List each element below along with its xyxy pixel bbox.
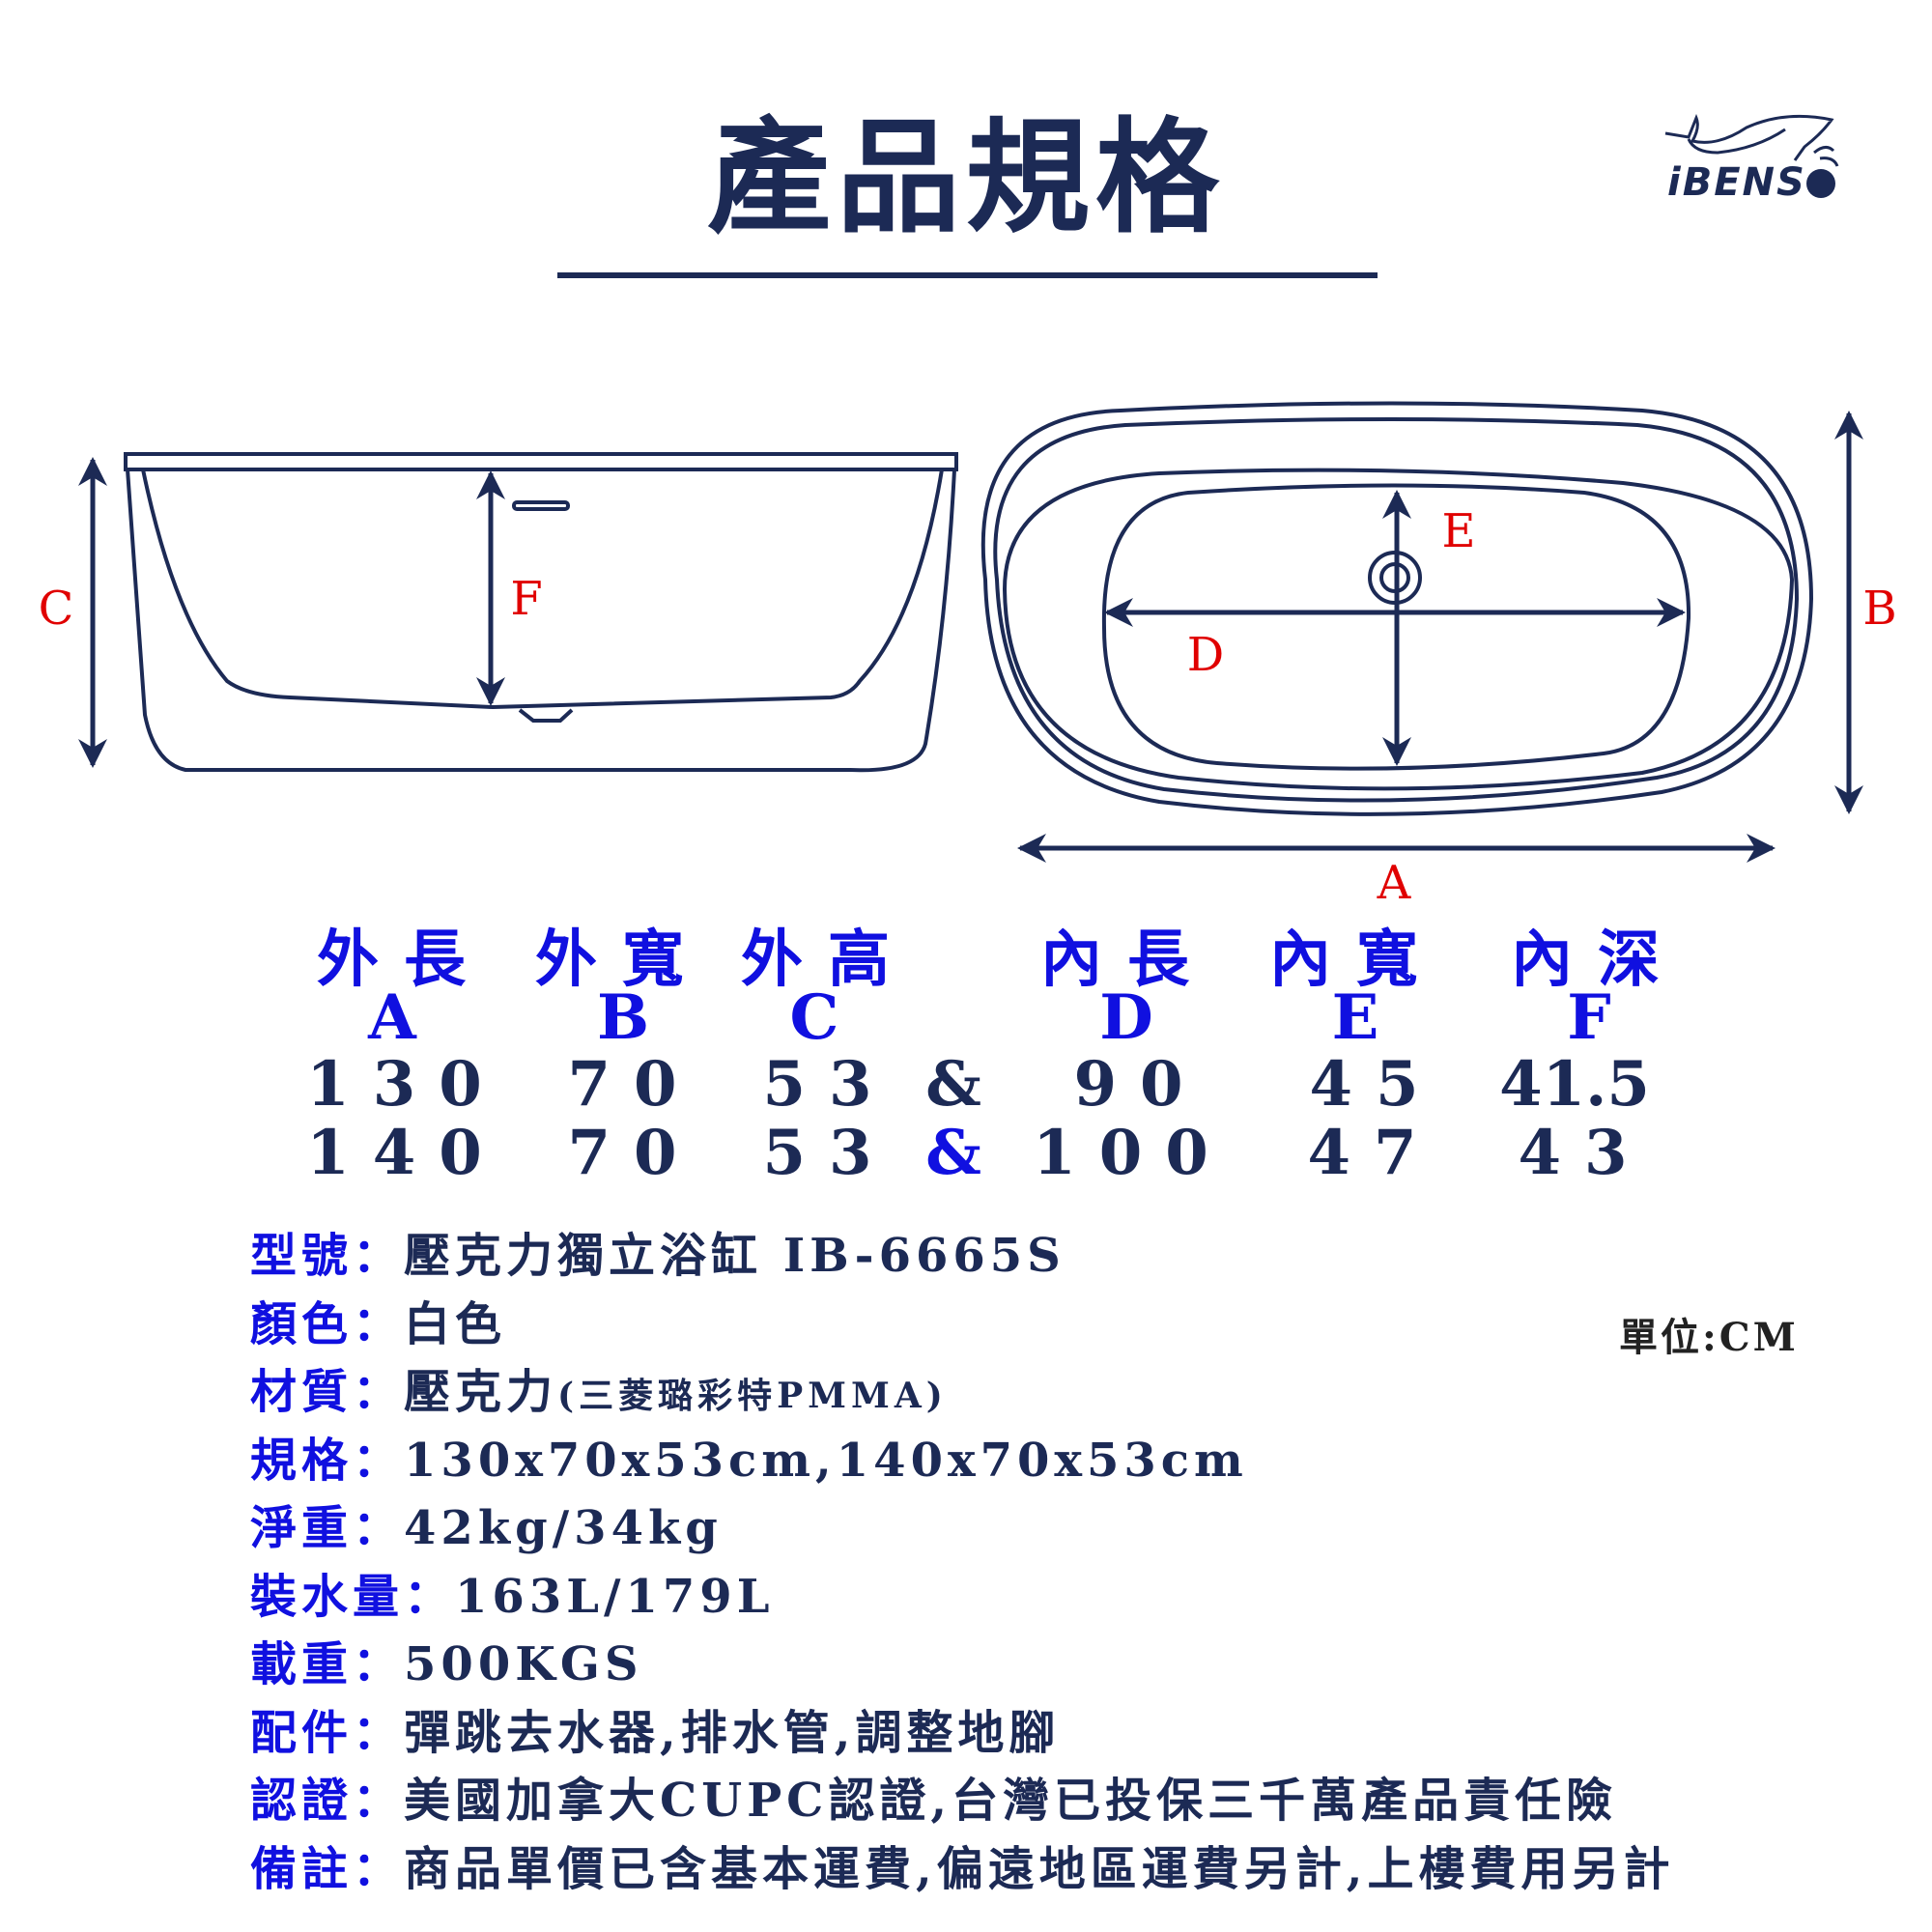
spec-key: 認證： — [250, 1774, 405, 1828]
spec-model: 型號：壓克力獨立浴缸 IB-6665S — [250, 1217, 1065, 1285]
spec-capacity: 裝水量：163L/179L — [250, 1558, 774, 1626]
ampersand-2: & — [925, 1117, 981, 1189]
unit-label: 單位:CM — [1619, 1315, 1799, 1360]
value-a-2: 140 — [306, 1117, 505, 1189]
value-f-2: 43 — [1518, 1117, 1651, 1189]
ampersand-1: & — [925, 1048, 981, 1121]
value-e-1: 45 — [1309, 1048, 1442, 1121]
value-c-2: 53 — [762, 1117, 895, 1189]
spec-value: 130x70x53cm,140x70x53cm — [404, 1434, 1248, 1488]
spec-key: 淨重： — [250, 1501, 405, 1555]
spec-size: 規格：130x70x53cm,140x70x53cm — [250, 1422, 1248, 1490]
spec-value: 美國加拿大CUPC認證,台灣已投保三千萬產品責任險 — [404, 1774, 1618, 1828]
spec-value: 彈跳去水器,排水管,調整地腳 — [404, 1706, 1061, 1760]
spec-certification: 認證：美國加拿大CUPC認證,台灣已投保三千萬產品責任險 — [250, 1762, 1617, 1830]
spec-value: 白色 — [404, 1297, 507, 1351]
label-a: A — [1377, 856, 1411, 910]
spec-load: 載重：500KGS — [250, 1626, 643, 1693]
header-inner-depth: 內深 — [1511, 923, 1685, 996]
label-f: F — [510, 572, 543, 626]
spec-weight: 淨重：42kg/34kg — [250, 1490, 723, 1557]
letter-c: C — [789, 981, 839, 1054]
spec-key: 規格： — [250, 1434, 405, 1488]
dolphin-icon — [1664, 113, 1839, 167]
value-d-1: 90 — [1073, 1048, 1207, 1121]
letter-e: E — [1331, 981, 1379, 1054]
spec-value: 163L/179L — [455, 1570, 775, 1624]
spec-note: (三菱璐彩特PMMA) — [557, 1376, 948, 1416]
spec-key: 備註： — [250, 1842, 405, 1896]
spec-value: 42kg/34kg — [404, 1501, 723, 1555]
spec-key: 顏色： — [250, 1297, 405, 1351]
spec-key: 型號： — [250, 1229, 405, 1283]
top-view — [980, 401, 1814, 816]
spec-key: 載重： — [250, 1637, 405, 1691]
side-view — [124, 452, 958, 773]
brand-logo: iBENS — [1660, 113, 1843, 211]
value-a-1: 130 — [306, 1048, 505, 1121]
page-title: 產品規格 — [706, 105, 1225, 250]
value-c-1: 53 — [762, 1048, 895, 1121]
spec-value: 壓克力獨立浴缸 IB-6665S — [404, 1229, 1065, 1283]
header-inner-length: 內長 — [1040, 923, 1214, 996]
header-outer-width: 外寬 — [535, 923, 709, 996]
header-outer-height: 外高 — [741, 923, 915, 996]
header-inner-width: 內寬 — [1269, 923, 1443, 996]
letter-b: B — [596, 981, 650, 1054]
spec-value: 商品單價已含基本運費,偏遠地區運費另計,上樓費用另計 — [404, 1842, 1675, 1896]
spec-value: 500KGS — [404, 1637, 643, 1691]
logo-text: iBENS — [1667, 160, 1835, 205]
header-outer-length: 外長 — [317, 923, 491, 996]
label-c: C — [38, 582, 74, 636]
spec-key: 材質： — [250, 1365, 405, 1419]
label-b: B — [1862, 582, 1897, 636]
title-underline — [557, 272, 1378, 278]
letter-a: A — [368, 981, 416, 1054]
value-d-2: 100 — [1033, 1117, 1232, 1189]
value-f-1: 41.5 — [1499, 1048, 1650, 1121]
label-d: D — [1186, 628, 1225, 682]
letter-f: F — [1567, 981, 1611, 1054]
spec-color: 顏色：白色 — [250, 1286, 506, 1353]
value-e-2: 47 — [1307, 1117, 1440, 1189]
spec-remarks: 備註：商品單價已含基本運費,偏遠地區運費另計,上樓費用另計 — [250, 1831, 1674, 1898]
spec-value: 壓克力 — [404, 1365, 558, 1419]
value-b-2: 70 — [567, 1117, 700, 1189]
spec-key: 配件： — [250, 1706, 405, 1760]
value-b-1: 70 — [567, 1048, 700, 1121]
label-e: E — [1441, 504, 1476, 558]
letter-d: D — [1099, 981, 1153, 1054]
spec-key: 裝水量： — [250, 1570, 456, 1624]
spec-accessories: 配件：彈跳去水器,排水管,調整地腳 — [250, 1694, 1060, 1762]
spec-material: 材質：壓克力(三菱璐彩特PMMA) — [250, 1353, 948, 1421]
